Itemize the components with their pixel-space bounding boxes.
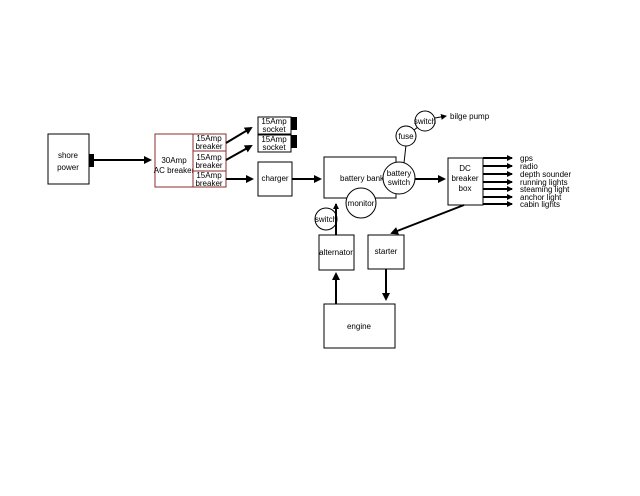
switch-to-fuse-line <box>403 144 407 164</box>
bilge-pump-label: bilge pump <box>450 112 490 121</box>
starter-box: starter <box>367 234 405 270</box>
battery-bank-label: battery bank <box>340 174 385 183</box>
shore-power-box: shore power <box>47 133 94 185</box>
socket-2: 15Amp socket <box>257 134 297 153</box>
dc-load-running-lights: running lights <box>520 178 568 187</box>
breaker-2-label-1: 15Amp <box>196 153 222 162</box>
socket-2-label-2: socket <box>262 143 286 152</box>
dc-load-steaming-light: steaming light <box>520 185 570 194</box>
dc-to-starter-arrow <box>390 204 465 235</box>
alternator-box: alternator <box>318 234 355 271</box>
dc-load-gps: gps <box>520 154 533 163</box>
sub-breakers: 15Amp breaker 15Amp breaker 15Amp breake… <box>192 133 227 188</box>
breaker-to-socket-2-arrow <box>225 145 253 161</box>
breaker-3-label-2: breaker <box>195 179 222 188</box>
dc-loads: gps radio depth sounder running lights s… <box>483 154 571 209</box>
monitor-label: monitor <box>348 199 375 208</box>
dc-load-depth-sounder: depth sounder <box>520 170 571 179</box>
breaker-3-label-1: 15Amp <box>196 171 222 180</box>
battery-switch-label-2: switch <box>388 178 410 187</box>
socket-1-label-1: 15Amp <box>261 117 287 126</box>
dc-breaker-label-1: DC <box>459 164 471 173</box>
socket-1-label-2: socket <box>262 125 286 134</box>
monitor-circle: monitor <box>345 187 377 219</box>
dc-load-cabin-lights: cabin lights <box>520 200 560 209</box>
breaker-to-socket-1-arrow <box>225 126 253 144</box>
alternator-switch-circle: switch <box>314 207 338 231</box>
breaker-1-label-1: 15Amp <box>196 134 222 143</box>
battery-switch-circle: battery switch <box>382 161 416 195</box>
charger-box: charger <box>257 161 293 197</box>
ac-breaker-label-2: AC breaker <box>154 166 195 175</box>
dc-breaker-label-2: breaker <box>451 174 478 183</box>
starter-label: starter <box>375 247 398 256</box>
shore-power-label-1: shore <box>58 151 79 160</box>
ac-breaker-box: 30Amp AC breaker <box>154 133 195 188</box>
battery-switch-label-1: battery <box>387 169 411 178</box>
dc-breaker-box: DC breaker box <box>447 157 484 206</box>
charger-label: charger <box>261 174 288 183</box>
pump-switch-label: switch <box>414 117 436 126</box>
engine-label: engine <box>347 322 372 331</box>
fuse-circle: fuse <box>395 125 417 147</box>
dc-breaker-label-3: box <box>459 184 472 193</box>
dc-load-anchor-light: anchor light <box>520 193 562 202</box>
socket-1: 15Amp socket <box>257 116 297 135</box>
ac-breaker-label-1: 30Amp <box>161 156 187 165</box>
breaker-1-label-2: breaker <box>195 142 222 151</box>
alternator-switch-label: switch <box>315 215 337 224</box>
pump-switch-circle: switch <box>414 110 436 132</box>
dc-load-radio: radio <box>520 162 538 171</box>
alternator-label: alternator <box>319 248 353 257</box>
fuse-label: fuse <box>398 132 414 141</box>
switch-to-pump-arrow <box>434 113 447 120</box>
engine-box: engine <box>323 303 396 349</box>
shore-power-label-2: power <box>57 163 79 172</box>
socket-2-label-1: 15Amp <box>261 135 287 144</box>
breaker-2-label-2: breaker <box>195 161 222 170</box>
